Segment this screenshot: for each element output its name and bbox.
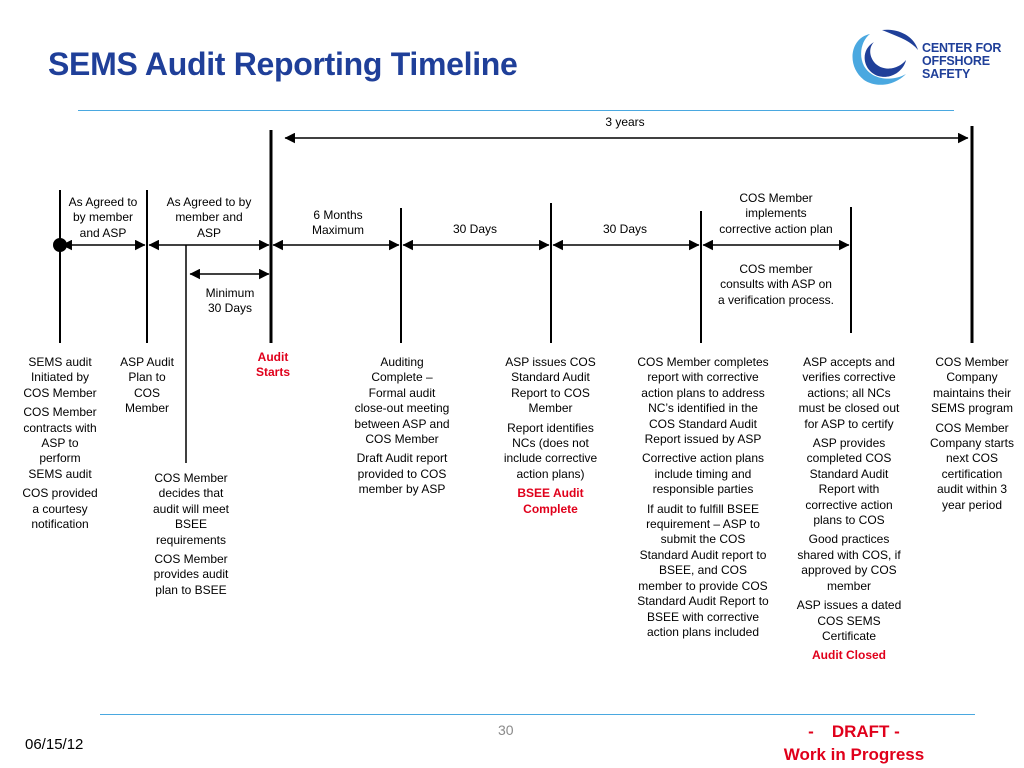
draft-label: DRAFT - — [831, 722, 900, 741]
milestone-description: ASP issues COS Standard Audit Report to … — [497, 355, 604, 521]
milestone-paragraph: If audit to fulfill BSEE requirement – A… — [637, 501, 769, 639]
milestone-paragraph: Corrective action plans include timing a… — [641, 451, 765, 497]
milestone-paragraph: ASP accepts and verifies corrective acti… — [798, 355, 900, 431]
page-title: SEMS Audit Reporting Timeline — [48, 46, 518, 82]
label-line: consults with ASP on — [720, 277, 832, 292]
milestone-description: Audit Starts — [248, 350, 298, 385]
label-line: ASP — [196, 225, 221, 240]
milestone-description: COS Member Company maintains their SEMS … — [927, 355, 1017, 517]
milestone-paragraph: ASP provides completed COS Standard Audi… — [805, 436, 893, 528]
header-rule — [78, 110, 954, 111]
milestone-paragraph: Auditing Complete – Formal audit close-o… — [354, 355, 450, 447]
milestone-paragraph: COS Member contracts with ASP to perform… — [23, 405, 97, 481]
milestone-paragraph: COS Member Company starts next COS certi… — [929, 420, 1015, 512]
interval-label: As Agreed to by member and ASP — [61, 195, 145, 241]
slide-date: 06/15/12 — [25, 736, 84, 753]
draft-notice: -DRAFT - Work in Progress — [768, 720, 940, 766]
label-line: COS Member — [739, 191, 813, 205]
status-flag: BSEE Audit Complete — [517, 486, 584, 516]
interval-label: As Agreed to by member and ASP — [152, 195, 266, 241]
label-line: Minimum — [205, 286, 255, 300]
milestone-description: ASP accepts and verifies corrective acti… — [795, 355, 903, 668]
status-flag: Audit Closed — [812, 648, 886, 663]
milestone-paragraph: COS provided a courtesy notification — [22, 486, 98, 532]
consult-label: COS member consults with ASP on a verifi… — [704, 262, 848, 308]
label-line: 6 Months — [313, 208, 363, 222]
milestone-paragraph: COS Member decides that audit will meet … — [152, 471, 230, 547]
logo-line: OFFSHORE — [922, 54, 990, 68]
logo-line: CENTER FOR — [922, 41, 1002, 55]
interval-label: COS Member implements corrective action … — [704, 191, 848, 237]
milestone-paragraph: COS Member completes report with correct… — [637, 355, 769, 447]
page-number: 30 — [498, 722, 514, 738]
status-flag: Audit Starts — [255, 350, 290, 380]
draft-subtitle: Work in Progress — [783, 745, 925, 764]
label-line: As Agreed to — [68, 195, 138, 209]
label-line: 30 Days — [602, 222, 648, 236]
label-line: Maximum — [311, 223, 364, 238]
milestone-description: COS Member completes report with correct… — [636, 355, 770, 644]
interval-label: 30 Days — [430, 222, 520, 237]
milestone-paragraph: Draft Audit report provided to COS membe… — [356, 451, 448, 497]
milestone-paragraph: SEMS audit Initiated by COS Member — [23, 355, 97, 400]
timeline-start-dot — [53, 238, 67, 252]
milestone-paragraph: ASP issues COS Standard Audit Report to … — [505, 355, 596, 416]
milestone-paragraph: Report identifies NCs (does not include … — [503, 420, 598, 481]
milestone-paragraph: ASP issues a dated COS SEMS Certificate — [796, 598, 902, 643]
label-line: As Agreed to by — [166, 195, 252, 209]
label-line: and ASP — [79, 225, 127, 240]
logo-wordmark: CENTER FOR OFFSHORE SAFETY — [922, 42, 1001, 81]
label-line: corrective action plan — [719, 221, 833, 236]
logo-line: SAFETY — [922, 67, 971, 81]
label-line: by member — [72, 210, 134, 225]
milestone-paragraph: COS Member Company maintains their SEMS … — [930, 355, 1014, 416]
interval-label: 6 Months Maximum — [292, 208, 384, 239]
label-line: implements — [745, 206, 807, 221]
milestone-paragraph: ASP Audit Plan to COS Member — [120, 355, 174, 416]
footer-rule — [100, 714, 975, 715]
label-line: 30 Days — [207, 301, 253, 316]
label-line: member and — [175, 210, 243, 225]
interval-label: 30 Days — [580, 222, 670, 237]
milestone-paragraph: COS Member provides audit plan to BSEE — [153, 552, 229, 597]
label-line: 30 Days — [452, 222, 498, 236]
milestone-description: COS Member decides that audit will meet … — [147, 471, 235, 602]
draft-dash: - — [808, 722, 814, 741]
milestone-paragraph: Good practices shared with COS, if appro… — [797, 532, 901, 593]
milestone-description: ASP Audit Plan to COS Member — [116, 355, 178, 421]
minimum-label: Minimum 30 Days — [190, 286, 270, 317]
span-label: 3 years — [605, 115, 645, 129]
center-for-offshore-safety-logo — [852, 29, 918, 85]
label-line: a verification process. — [717, 292, 835, 307]
milestone-description: Auditing Complete – Formal audit close-o… — [354, 355, 450, 502]
label-line: COS member — [739, 262, 813, 276]
